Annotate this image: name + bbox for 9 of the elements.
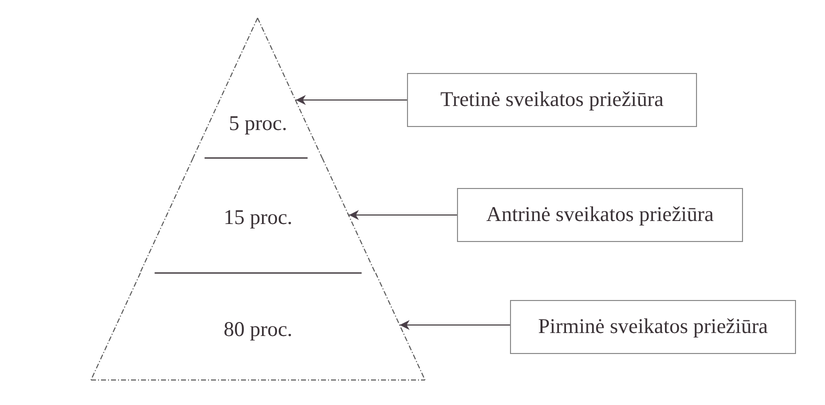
label-box: Tretinė sveikatos priežiūra: [407, 73, 697, 127]
pyramid-tier: 80 proc.: [91, 273, 425, 380]
pyramid-tier: 5 proc.: [193, 18, 323, 158]
arrow: [348, 210, 458, 220]
arrow: [295, 95, 408, 105]
arrow: [399, 320, 510, 330]
pyramid-tier: 15 proc.: [140, 158, 376, 273]
label-box: Pirminė sveikatos priežiūra: [510, 300, 796, 354]
label-box: Antrinė sveikatos priežiūra: [457, 188, 743, 242]
